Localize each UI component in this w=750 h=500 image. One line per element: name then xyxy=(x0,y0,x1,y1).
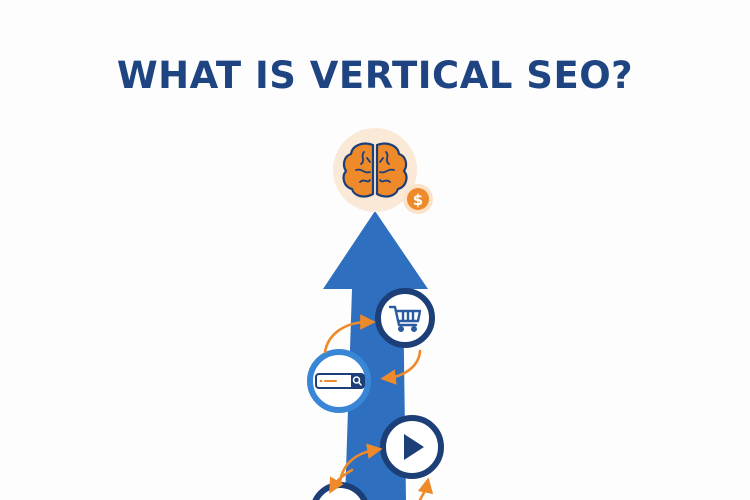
search-bar-icon xyxy=(315,373,365,389)
connector-to-cart xyxy=(323,314,376,354)
connector-arrows xyxy=(323,314,434,500)
dollar-icon: $ xyxy=(413,191,423,209)
play-icon xyxy=(404,434,424,460)
connector-to-search xyxy=(380,349,422,385)
shopping-cart-icon xyxy=(388,305,422,333)
connector-up-right xyxy=(417,477,434,500)
brain-node: $ xyxy=(333,128,433,214)
search-node xyxy=(307,349,371,413)
shopping-cart-node xyxy=(375,288,435,348)
dollar-badge: $ xyxy=(403,184,433,214)
connector-to-bottom xyxy=(329,468,354,494)
video-node xyxy=(380,415,444,479)
brain-icon xyxy=(342,142,408,198)
page-title: WHAT IS VERTICAL SEO? xyxy=(116,54,634,97)
